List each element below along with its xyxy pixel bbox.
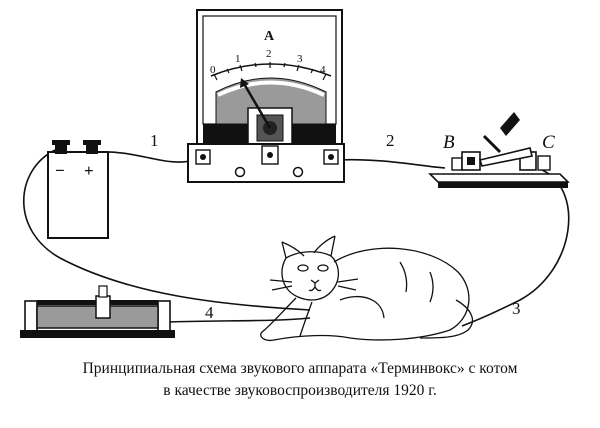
wire-battery-left <box>23 149 311 311</box>
ammeter-scale-4: 4 <box>320 64 326 76</box>
switch-terminal-c: C <box>542 132 555 153</box>
wire-3 <box>461 169 570 327</box>
battery-plus: + <box>84 161 94 180</box>
wire-label-1: 1 <box>150 131 159 150</box>
wire-label-4: 4 <box>205 303 214 322</box>
switch: B C <box>428 112 570 188</box>
battery-minus: − <box>55 161 65 180</box>
ammeter-scale-3: 3 <box>297 53 303 65</box>
cat <box>260 235 473 342</box>
wire-1 <box>96 151 196 163</box>
ammeter-scale-0: 0 <box>210 64 216 76</box>
rheostat <box>20 285 175 338</box>
ammeter: 0 1 2 3 4 A <box>187 9 345 183</box>
ammeter-needle <box>241 81 272 129</box>
ammeter-letter: A <box>264 29 275 44</box>
caption-line-1: Принципиальная схема звукового аппарата … <box>82 360 518 377</box>
figure-caption: Принципиальная схема звукового аппарата … <box>0 358 600 402</box>
wire-4 <box>169 317 311 323</box>
battery: − + <box>47 140 109 239</box>
circuit-diagram: 0 1 2 3 4 A − + <box>20 9 570 342</box>
wire-label-2: 2 <box>386 131 395 150</box>
wire-2 <box>337 158 446 169</box>
switch-terminal-b: B <box>443 132 455 153</box>
ammeter-scale-2: 2 <box>266 48 272 60</box>
ammeter-scale-1: 1 <box>235 53 241 65</box>
caption-line-2: в качестве звуковоспроизводителя 1920 г. <box>163 382 437 399</box>
wire-label-3: 3 <box>512 299 521 318</box>
wires <box>23 149 570 327</box>
